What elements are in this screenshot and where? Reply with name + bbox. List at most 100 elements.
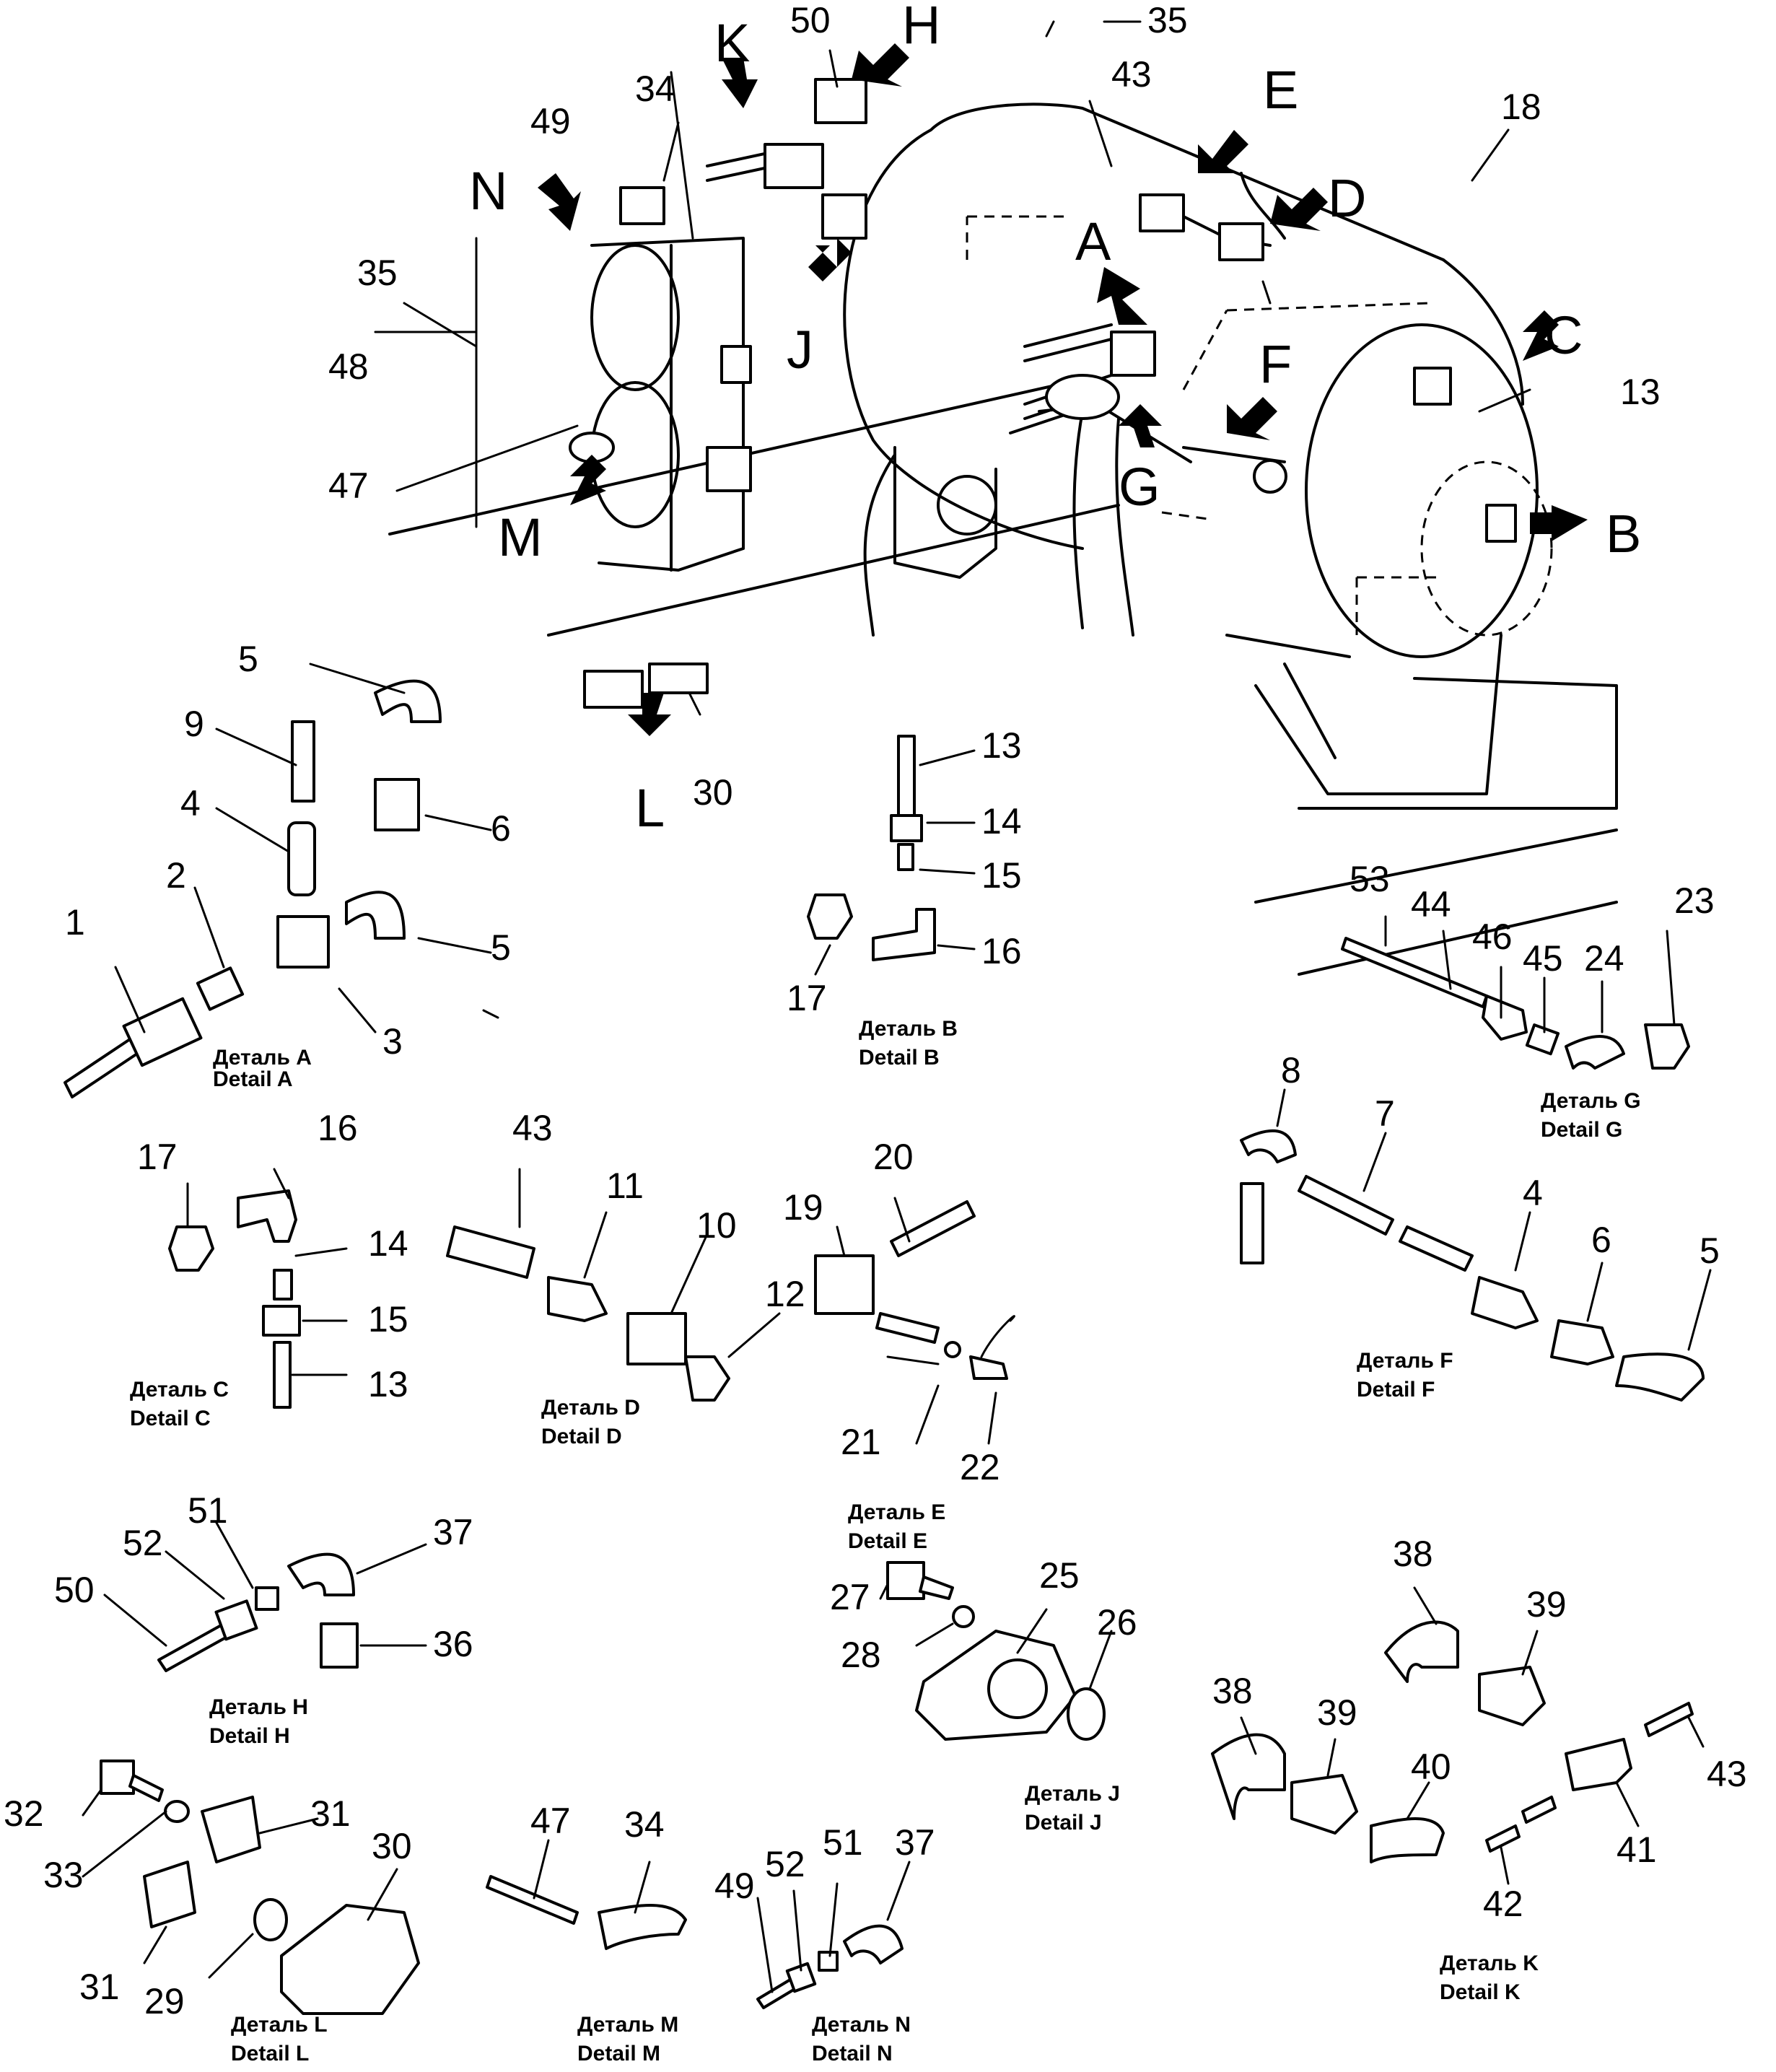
detail-b-part-14: 14 bbox=[981, 801, 1022, 842]
detail-n-caption-en: Detail N bbox=[812, 2042, 893, 2066]
detail-d-part-10: 10 bbox=[696, 1205, 737, 1246]
detail-a-part-4: 4 bbox=[180, 783, 201, 823]
view-label-b: B bbox=[1606, 504, 1641, 564]
detail-k-part-43: 43 bbox=[1707, 1754, 1747, 1794]
detail-c-part-16: 16 bbox=[318, 1108, 358, 1148]
detail-j-part-25: 25 bbox=[1039, 1555, 1080, 1596]
detail-f-part-7: 7 bbox=[1375, 1093, 1395, 1134]
detail-g-part-23: 23 bbox=[1674, 880, 1715, 921]
detail-g-caption-ru: Деталь G bbox=[1541, 1089, 1641, 1113]
detail-f-part-4: 4 bbox=[1523, 1173, 1543, 1213]
fitting-n bbox=[619, 186, 665, 225]
detail-l-part-33: 33 bbox=[43, 1855, 84, 1895]
view-label-g: G bbox=[1119, 457, 1160, 517]
detail-h-part-36: 36 bbox=[433, 1624, 473, 1664]
callout-34-top: 34 bbox=[635, 69, 675, 109]
detail-d-part-11: 11 bbox=[606, 1166, 644, 1206]
view-arrow-j bbox=[808, 238, 852, 281]
detail-d-caption-ru: Деталь D bbox=[541, 1396, 640, 1420]
fitting-j bbox=[821, 193, 867, 240]
tee-block bbox=[276, 915, 330, 969]
detail-j-caption-ru: Деталь J bbox=[1025, 1782, 1120, 1806]
callout-49-top: 49 bbox=[530, 101, 571, 141]
detail-j-caption-en: Detail J bbox=[1025, 1811, 1102, 1835]
tank-end-cap bbox=[1305, 323, 1539, 658]
detail-h: 50 52 51 37 36 Деталь H Detail H bbox=[54, 1490, 473, 1748]
detail-a-part-5a: 5 bbox=[238, 639, 258, 679]
secondary-reservoirs bbox=[590, 237, 752, 572]
detail-h-part-51: 51 bbox=[188, 1490, 228, 1531]
detail-a-part-3: 3 bbox=[382, 1021, 403, 1062]
detail-h-caption-ru: Деталь H bbox=[209, 1695, 308, 1719]
view-label-a: A bbox=[1075, 211, 1111, 271]
callout-43-top: 43 bbox=[1111, 54, 1152, 95]
view-label-k: K bbox=[714, 13, 750, 73]
detail-a-part-6: 6 bbox=[491, 808, 511, 849]
view-arrow-k bbox=[722, 58, 758, 108]
detail-c-caption-en: Detail C bbox=[130, 1407, 211, 1430]
detail-n-part-49: 49 bbox=[714, 1866, 755, 1906]
detail-k-part-42: 42 bbox=[1483, 1884, 1523, 1924]
detail-e-caption-ru: Деталь E bbox=[848, 1500, 945, 1524]
callout-35-top: 35 bbox=[1147, 0, 1188, 40]
detail-m-caption-ru: Деталь M bbox=[577, 2013, 678, 2037]
callout-30-top: 30 bbox=[693, 772, 733, 813]
detail-g-part-53: 53 bbox=[1350, 859, 1390, 899]
detail-j-part-26: 26 bbox=[1097, 1602, 1137, 1643]
detail-l-part-30: 30 bbox=[372, 1826, 412, 1866]
detail-c-caption-ru: Деталь C bbox=[130, 1378, 229, 1402]
fitting-c bbox=[1413, 367, 1452, 406]
detail-a-part-5b: 5 bbox=[491, 927, 511, 968]
view-arrow-n bbox=[538, 173, 581, 231]
view-arrow-a bbox=[1097, 267, 1147, 325]
detail-l: 32 33 31 31 30 29 Деталь L Detail L bbox=[4, 1760, 420, 2066]
detail-k-part-39a: 39 bbox=[1526, 1584, 1567, 1625]
detail-f-part-6: 6 bbox=[1591, 1220, 1611, 1260]
view-label-c: C bbox=[1544, 305, 1583, 365]
detail-f-part-8: 8 bbox=[1281, 1050, 1301, 1090]
detail-l-part-31b: 31 bbox=[79, 1967, 120, 2007]
detail-j-part-28: 28 bbox=[841, 1635, 881, 1675]
detail-e-caption-en: Detail E bbox=[848, 1529, 927, 1553]
detail-k-part-39b: 39 bbox=[1317, 1692, 1357, 1733]
main-assembly: A B C D E F G H J K L M N 35 50 43 18 49… bbox=[328, 0, 1661, 1019]
detail-e-part-20: 20 bbox=[873, 1137, 914, 1177]
view-label-h: H bbox=[902, 0, 940, 55]
view-arrow-d bbox=[1270, 188, 1328, 231]
detail-n-part-37: 37 bbox=[895, 1822, 935, 1863]
detail-k-part-38b: 38 bbox=[1212, 1671, 1253, 1711]
detail-m-caption-en: Detail M bbox=[577, 2042, 660, 2066]
detail-c-part-17: 17 bbox=[137, 1137, 178, 1177]
callout-47-top: 47 bbox=[328, 465, 369, 506]
view-arrow-e bbox=[1198, 130, 1248, 173]
view-label-d: D bbox=[1328, 168, 1366, 228]
detail-e-part-22: 22 bbox=[960, 1447, 1000, 1487]
callout-50-top: 50 bbox=[790, 0, 831, 40]
detail-l-caption-en: Detail L bbox=[231, 2042, 309, 2066]
detail-b: 13 14 15 16 17 Деталь B Detail B bbox=[787, 725, 1022, 1070]
detail-k-part-38a: 38 bbox=[1393, 1534, 1433, 1574]
detail-b-part-13: 13 bbox=[981, 725, 1022, 766]
detail-d-part-12: 12 bbox=[765, 1274, 805, 1314]
detail-g-caption-en: Detail G bbox=[1541, 1118, 1622, 1142]
detail-a-part-1: 1 bbox=[65, 902, 85, 943]
detail-d-part-43: 43 bbox=[512, 1108, 553, 1148]
detail-b-caption-ru: Деталь B bbox=[859, 1017, 958, 1041]
view-label-e: E bbox=[1263, 60, 1298, 120]
detail-g-part-46: 46 bbox=[1472, 917, 1513, 957]
callout-48: 48 bbox=[328, 346, 369, 387]
detail-l-part-31a: 31 bbox=[310, 1793, 351, 1834]
air-tank bbox=[843, 102, 1553, 795]
detail-g-part-24: 24 bbox=[1584, 938, 1624, 979]
view-arrow-l bbox=[628, 693, 671, 736]
fitting-h bbox=[814, 78, 867, 124]
detail-e-part-21: 21 bbox=[841, 1422, 881, 1462]
detail-m-part-34: 34 bbox=[624, 1804, 665, 1845]
fitting-g bbox=[1253, 459, 1287, 494]
detail-j: 27 28 25 26 Деталь J Detail J bbox=[830, 1555, 1137, 1835]
flange-25 bbox=[915, 1630, 1077, 1741]
detail-f-caption-ru: Деталь F bbox=[1357, 1349, 1453, 1373]
detail-f-part-5: 5 bbox=[1700, 1230, 1720, 1271]
detail-c-part-14: 14 bbox=[368, 1223, 408, 1264]
detail-f: 8 7 4 6 5 Деталь F Detail F bbox=[1240, 1050, 1720, 1402]
